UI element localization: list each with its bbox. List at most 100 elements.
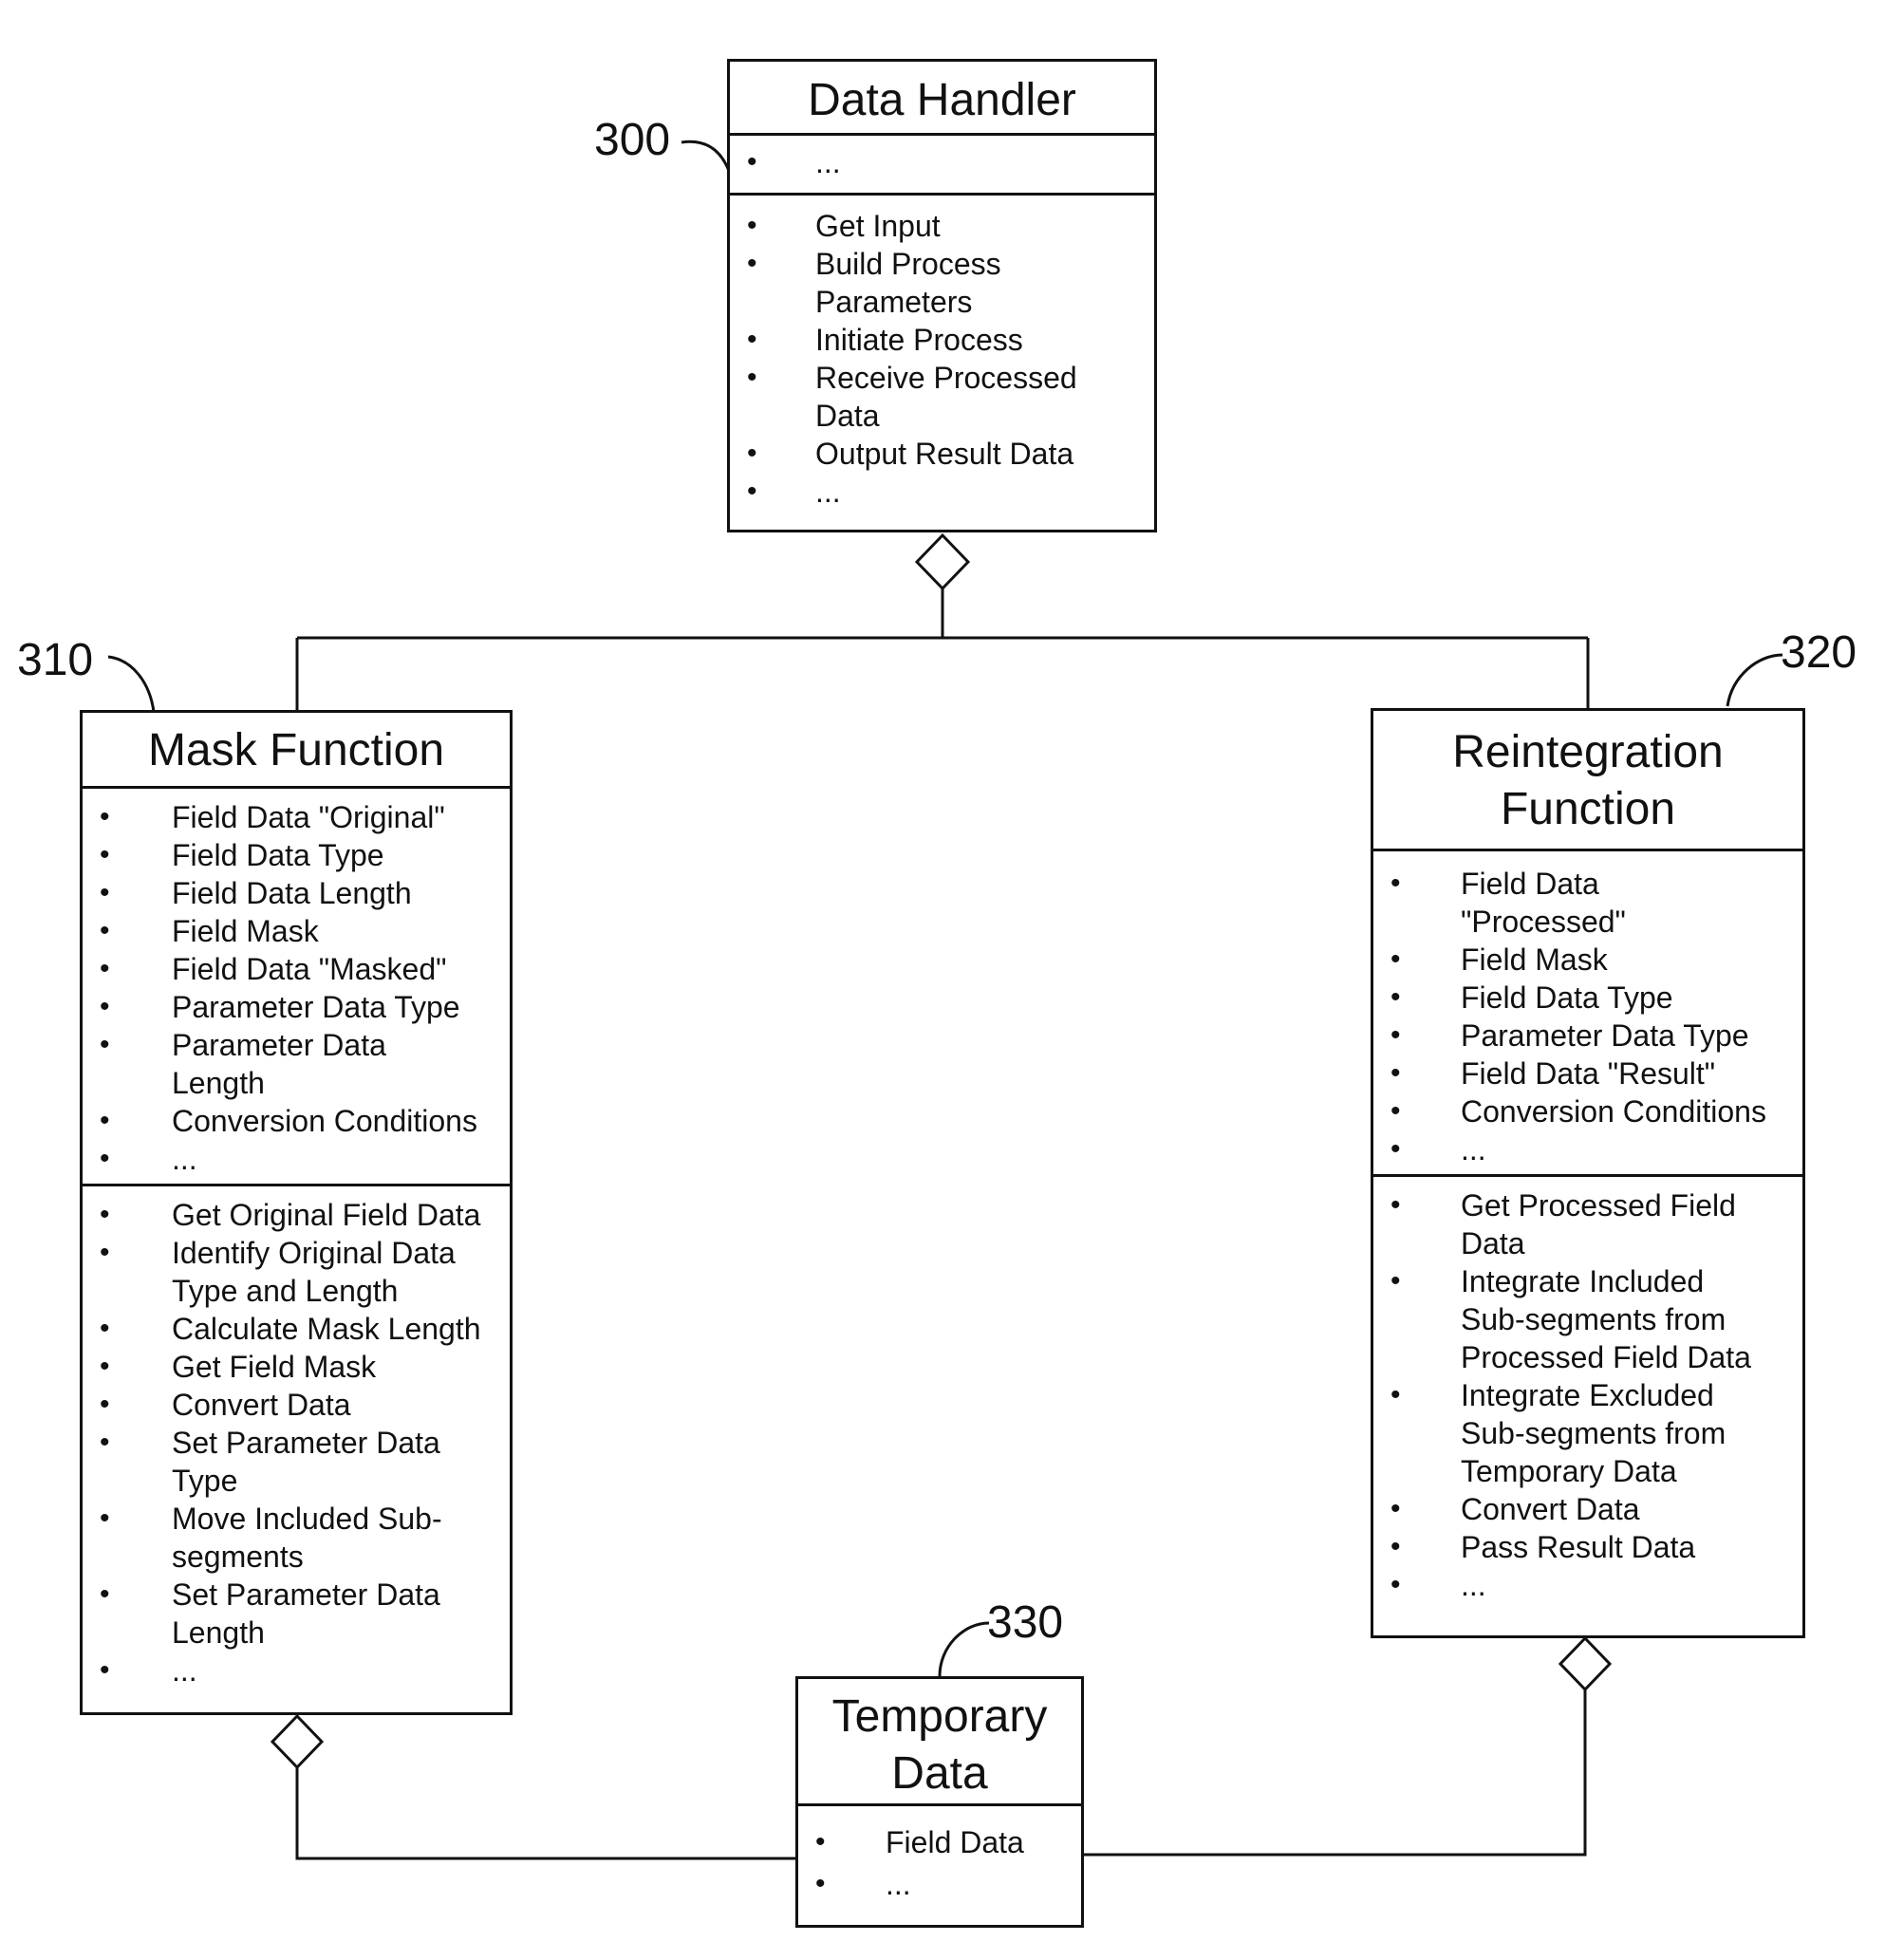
data-handler-methods: •Get Input •Build Process Parameters •In…: [730, 196, 1154, 511]
data-handler-method-item: •Build Process Parameters: [730, 245, 1081, 321]
bullet-icon: •: [100, 1102, 110, 1140]
bullet-icon: •: [747, 143, 757, 181]
bullet-icon: •: [815, 1821, 826, 1863]
bullet-icon: •: [100, 1652, 110, 1689]
mask-function-attribute-item: •Field Data Type: [83, 836, 510, 874]
temporary-data-attributes: •Field Data •...: [798, 1806, 1081, 1905]
bullet-icon: •: [100, 950, 110, 988]
bullet-icon: •: [747, 359, 757, 397]
bullet-icon: •: [1390, 1528, 1401, 1566]
bullet-icon: •: [747, 245, 757, 283]
bullet-icon: •: [1390, 1566, 1401, 1604]
bullet-icon: •: [1390, 1055, 1401, 1092]
reintegration-function-attributes: •Field Data "Processed" •Field Mask •Fie…: [1373, 851, 1802, 1177]
reintegration-function-attribute-item: •...: [1373, 1130, 1802, 1168]
data-handler-method-item: •Output Result Data: [730, 435, 1154, 473]
connector-mask-to-temporary: [297, 1767, 797, 1858]
mask-function-method-item: •Set Parameter Data Type: [83, 1424, 457, 1500]
mask-function-attribute-item: •...: [83, 1140, 510, 1178]
mask-function-method-item: •...: [83, 1652, 510, 1689]
bullet-icon: •: [747, 473, 757, 511]
reintegration-function-method-item: •Integrate Excluded Sub-segments from Te…: [1373, 1376, 1764, 1490]
leader-line-320: [1727, 655, 1782, 706]
reintegration-function-attribute-item: •Field Data Type: [1373, 979, 1802, 1017]
mask-function-method-item: •Move Included Sub-segments: [83, 1500, 466, 1576]
bullet-icon: •: [100, 1348, 110, 1386]
mask-function-method-item: •Get Field Mask: [83, 1348, 510, 1386]
bullet-icon: •: [100, 912, 110, 950]
ref-label-300: 300: [594, 116, 670, 165]
bullet-icon: •: [1390, 1376, 1401, 1414]
bullet-icon: •: [747, 321, 757, 359]
mask-function-title: Mask Function: [83, 713, 510, 789]
bullet-icon: •: [100, 1026, 110, 1064]
data-handler-method-item: •Initiate Process: [730, 321, 1154, 359]
reintegration-function-method-item: •Get Processed Field Data: [1373, 1186, 1764, 1262]
aggregation-diamond-mask-function: [272, 1716, 322, 1767]
mask-function-attribute-item: •Parameter Data Type: [83, 988, 510, 1026]
reintegration-function-title: Reintegration Function: [1373, 711, 1802, 851]
mask-function-method-item: •Convert Data: [83, 1386, 510, 1424]
data-handler-box: Data Handler •... •Get Input •Build Proc…: [727, 59, 1157, 532]
reintegration-function-attribute-item: •Conversion Conditions: [1373, 1092, 1802, 1130]
data-handler-title: Data Handler: [730, 62, 1154, 136]
reintegration-function-method-item: •Integrate Included Sub-segments from Pr…: [1373, 1262, 1774, 1376]
mask-function-methods: •Get Original Field Data •Identify Origi…: [83, 1186, 510, 1689]
mask-function-attribute-item: •Field Mask: [83, 912, 510, 950]
reintegration-function-methods: •Get Processed Field Data •Integrate Inc…: [1373, 1177, 1802, 1604]
reintegration-function-method-item: •Convert Data: [1373, 1490, 1802, 1528]
bullet-icon: •: [1390, 1130, 1401, 1168]
reintegration-function-box: Reintegration Function •Field Data "Proc…: [1371, 708, 1805, 1638]
bullet-icon: •: [100, 836, 110, 874]
temporary-data-box: Temporary Data •Field Data •...: [795, 1676, 1084, 1928]
reintegration-function-attribute-item: •Field Data "Processed": [1373, 865, 1651, 941]
bullet-icon: •: [100, 1310, 110, 1348]
bullet-icon: •: [100, 1576, 110, 1614]
ref-label-310: 310: [17, 636, 93, 685]
bullet-icon: •: [100, 1424, 110, 1462]
temporary-data-title: Temporary Data: [798, 1679, 1081, 1806]
bullet-icon: •: [1390, 1490, 1401, 1528]
reintegration-function-method-item: •...: [1373, 1566, 1802, 1604]
ref-label-330: 330: [987, 1598, 1063, 1648]
data-handler-method-item: •Receive Processed Data: [730, 359, 1100, 435]
bullet-icon: •: [100, 1196, 110, 1234]
data-handler-method-item: •Get Input: [730, 207, 1154, 245]
bullet-icon: •: [1390, 1017, 1401, 1055]
mask-function-attributes: •Field Data "Original" •Field Data Type …: [83, 789, 510, 1186]
bullet-icon: •: [1390, 1092, 1401, 1130]
mask-function-attribute-item: •Conversion Conditions: [83, 1102, 510, 1140]
bullet-icon: •: [100, 1234, 110, 1272]
mask-function-attribute-item: •Field Data "Original": [83, 798, 510, 836]
bullet-icon: •: [815, 1863, 826, 1905]
bullet-icon: •: [100, 988, 110, 1026]
bullet-icon: •: [1390, 941, 1401, 979]
bullet-icon: •: [100, 1500, 110, 1538]
bullet-icon: •: [100, 1386, 110, 1424]
leader-line-330: [940, 1623, 989, 1676]
bullet-icon: •: [1390, 979, 1401, 1017]
leader-line-310: [108, 657, 154, 712]
mask-function-method-item: •Calculate Mask Length: [83, 1310, 510, 1348]
temporary-data-attribute-item: •...: [798, 1863, 1081, 1905]
data-handler-method-item: •...: [730, 473, 1154, 511]
data-handler-attribute-item: •...: [730, 143, 1154, 181]
mask-function-box: Mask Function •Field Data "Original" •Fi…: [80, 710, 513, 1715]
reintegration-function-attribute-item: •Field Data "Result": [1373, 1055, 1802, 1092]
mask-function-method-item: •Set Parameter Data Length: [83, 1576, 457, 1652]
reintegration-function-method-item: •Pass Result Data: [1373, 1528, 1802, 1566]
bullet-icon: •: [100, 1140, 110, 1178]
ref-label-320: 320: [1781, 628, 1857, 678]
bullet-icon: •: [747, 207, 757, 245]
bullet-icon: •: [1390, 1186, 1401, 1224]
aggregation-diamond-reintegration-function: [1560, 1638, 1610, 1689]
data-handler-attributes: •...: [730, 136, 1154, 196]
mask-function-attribute-item: •Parameter Data Length: [83, 1026, 409, 1102]
bullet-icon: •: [100, 798, 110, 836]
mask-function-method-item: •Identify Original Data Type and Length: [83, 1234, 476, 1310]
bullet-icon: •: [100, 874, 110, 912]
aggregation-diamond-data-handler: [917, 535, 968, 588]
leader-line-300: [681, 141, 729, 171]
reintegration-function-attribute-item: •Field Mask: [1373, 941, 1802, 979]
bullet-icon: •: [1390, 865, 1401, 903]
